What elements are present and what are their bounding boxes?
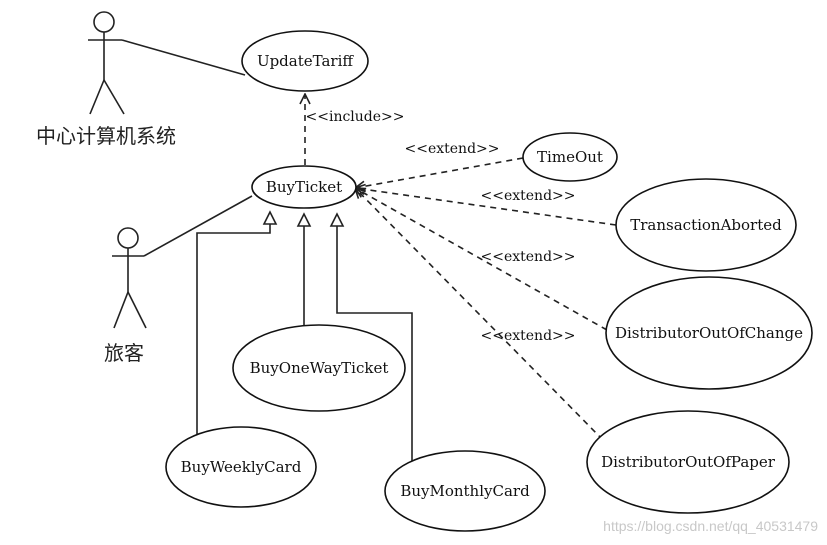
actor-right-leg <box>127 291 147 329</box>
generalization-triangle <box>262 210 278 225</box>
extend-out-of-paper <box>355 188 604 441</box>
use-case-time-out <box>522 132 618 182</box>
use-case-label-buy-ticket: BuyTicket <box>266 178 342 196</box>
use-case-buy-monthly-card <box>384 450 546 532</box>
use-case-buy-one-way-ticket <box>232 324 406 412</box>
stereotype-include: <<include>> <box>306 109 405 125</box>
use-case-label-buy-weekly-card: BuyWeeklyCard <box>181 458 302 476</box>
use-case-transaction-aborted <box>615 178 797 272</box>
use-case-label-distributor-out-of-paper: DistributorOutOfPaper <box>601 453 776 471</box>
stereotype-extend-out-of-paper: <<extend>> <box>481 328 576 344</box>
generalization-triangle <box>296 212 312 227</box>
stereotype-extend-out-of-change: <<extend>> <box>481 249 576 265</box>
actor-head <box>117 227 139 249</box>
use-case-label-update-tariff: UpdateTariff <box>257 52 354 70</box>
use-case-label-time-out: TimeOut <box>537 148 603 166</box>
use-case-update-tariff <box>241 30 369 92</box>
use-case-label-distributor-out-of-change: DistributorOutOfChange <box>615 324 803 342</box>
actor-left-leg <box>113 291 129 329</box>
use-case-label-buy-monthly-card: BuyMonthlyCard <box>400 482 530 500</box>
extend-time-out <box>355 157 524 188</box>
actor-label-traveler: 旅客 <box>104 341 144 365</box>
extend-out-of-change <box>355 188 608 331</box>
actor-left-leg <box>89 79 105 115</box>
watermark: https://blog.csdn.net/qq_40531479 <box>603 518 818 534</box>
use-case-label-transaction-aborted: TransactionAborted <box>630 216 782 234</box>
use-case-buy-ticket <box>251 165 357 209</box>
association-traveler-buy-ticket <box>143 195 253 257</box>
generalization-triangle <box>329 212 345 227</box>
actor-label-central-system: 中心计算机系统 <box>36 124 176 148</box>
generalization-weekly-card <box>196 224 271 465</box>
actor-head <box>93 11 115 33</box>
actor-right-leg <box>103 79 125 115</box>
use-case-distributor-out-of-paper <box>586 410 790 514</box>
actor-traveler: 旅客 <box>104 227 147 365</box>
use-case-buy-weekly-card <box>165 426 317 508</box>
actor-central-system: 中心计算机系统 <box>36 11 176 148</box>
stereotype-extend-transaction-aborted: <<extend>> <box>481 188 576 204</box>
stereotype-extend-time-out: <<extend>> <box>405 141 500 157</box>
use-case-distributor-out-of-change <box>605 276 813 390</box>
association-central-system-update-tariff <box>121 39 246 76</box>
use-case-label-buy-one-way-ticket: BuyOneWayTicket <box>250 359 389 377</box>
generalization-monthly-card <box>336 226 413 465</box>
